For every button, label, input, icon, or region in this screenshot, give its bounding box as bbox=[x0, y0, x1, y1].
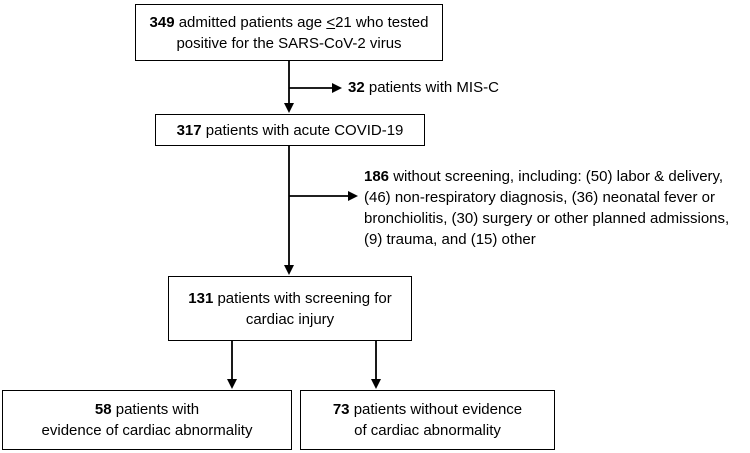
no-screen-count: 186 bbox=[364, 168, 390, 185]
misc-note: 32 patients with MIS-C bbox=[348, 77, 499, 98]
no-screen-text-3: bronchiolitis, (30) surgery or other pla… bbox=[364, 210, 730, 227]
acute-text: patients with acute COVID-19 bbox=[201, 121, 404, 139]
no-screen-text-4: (9) trauma, and (15) other bbox=[364, 231, 536, 248]
less-equal-symbol: < bbox=[326, 13, 336, 31]
no-screen-text-1: without screening, including: (50) labor… bbox=[389, 168, 724, 185]
misc-count: 32 bbox=[348, 79, 365, 96]
normal-box: 73 patients without evidence of cardiac … bbox=[300, 390, 555, 450]
admitted-count: 349 bbox=[149, 13, 175, 31]
normal-text-2: of cardiac abnormality bbox=[354, 422, 501, 439]
abnormal-text-1: patients with bbox=[111, 401, 200, 418]
screened-text-1: patients with screening for bbox=[213, 289, 392, 307]
no-screening-note: 186 without screening, including: (50) l… bbox=[364, 166, 729, 250]
admitted-text-1b: 21 who tested bbox=[335, 13, 429, 31]
admitted-text-2: positive for the SARS-CoV-2 virus bbox=[176, 34, 402, 52]
normal-count: 73 bbox=[332, 401, 350, 418]
abnormal-count: 58 bbox=[94, 401, 112, 418]
no-screen-text-2: (46) non-respiratory diagnosis, (36) neo… bbox=[364, 189, 716, 206]
admitted-text-1: admitted patients age bbox=[174, 13, 327, 31]
screened-count: 131 bbox=[188, 289, 214, 307]
normal-text-1: patients without evidence bbox=[349, 401, 523, 418]
abnormal-text-2: evidence of cardiac abnormality bbox=[41, 422, 253, 439]
screened-text-2: cardiac injury bbox=[245, 310, 335, 328]
screened-box: 131 patients with screening for cardiac … bbox=[168, 276, 412, 341]
acute-covid-box: 317 patients with acute COVID-19 bbox=[155, 114, 425, 146]
acute-count: 317 bbox=[176, 121, 202, 139]
admitted-patients-box: 349 admitted patients age <21 who tested… bbox=[135, 4, 443, 61]
misc-text: patients with MIS-C bbox=[364, 79, 499, 96]
abnormal-box: 58 patients with evidence of cardiac abn… bbox=[2, 390, 292, 450]
